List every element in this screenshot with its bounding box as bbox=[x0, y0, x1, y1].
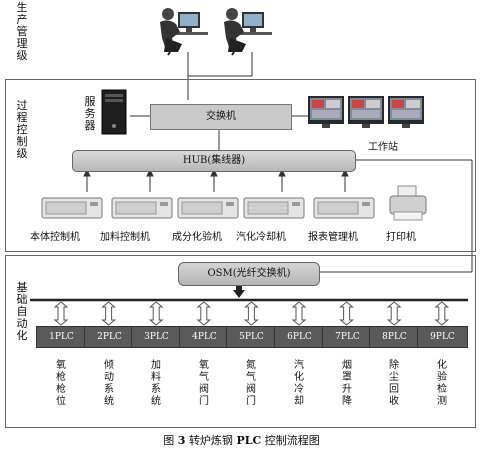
plc-description: 除尘回收 bbox=[389, 360, 399, 407]
plc-box: 3PLC bbox=[131, 326, 182, 348]
server-label: 服务器 bbox=[84, 95, 96, 132]
caption-number: 3 bbox=[177, 434, 186, 447]
machine-label: 加料控制机 bbox=[100, 232, 150, 243]
plc-box: 1PLC bbox=[36, 326, 87, 348]
control-machine-icon bbox=[40, 194, 104, 222]
plc-connector-arrow bbox=[244, 301, 259, 326]
plc-box: 4PLC bbox=[179, 326, 230, 348]
control-machine-icon bbox=[242, 194, 306, 222]
plc-connector-arrow bbox=[53, 301, 69, 326]
operator-icon bbox=[224, 8, 272, 56]
plc-connector-arrow bbox=[196, 301, 212, 326]
plc-connector-arrow bbox=[148, 301, 164, 326]
plc-description: 烟罩升降 bbox=[342, 360, 352, 407]
hub-node: HUB(集线器) bbox=[72, 150, 356, 172]
caption-prefix: 图 bbox=[163, 434, 175, 447]
process-tier-label: 过程控制级 bbox=[16, 99, 28, 160]
machine-label: 汽化冷却机 bbox=[236, 232, 286, 243]
operator-icon bbox=[160, 8, 208, 56]
printer-icon bbox=[389, 185, 427, 221]
plc-connector-arrow bbox=[291, 301, 307, 326]
caption-bold: PLC bbox=[236, 434, 262, 447]
machine-label: 打印机 bbox=[386, 232, 416, 243]
plc-box: 6PLC bbox=[274, 326, 325, 348]
plc-connector-arrow bbox=[434, 301, 450, 326]
osm-label: OSM(光纤交换机) bbox=[207, 268, 291, 279]
plc-box: 2PLC bbox=[84, 326, 135, 348]
switch-node: 交换机 bbox=[150, 104, 292, 130]
plc-description: 氮气阀门 bbox=[246, 360, 256, 407]
control-machine-icon bbox=[176, 194, 240, 222]
control-machine-icon bbox=[312, 194, 376, 222]
plc-connector-arrow bbox=[101, 301, 116, 326]
server-icon bbox=[101, 89, 127, 135]
plc-description: 氧枪枪位 bbox=[56, 360, 66, 407]
plc-box: 8PLC bbox=[369, 326, 420, 348]
workstation-label: 工作站 bbox=[368, 142, 398, 153]
plc-description: 倾动系统 bbox=[104, 360, 114, 407]
plc-description: 化验检测 bbox=[437, 360, 447, 407]
machine-label: 成分化验机 bbox=[172, 232, 222, 243]
figure-caption: 图 3 转炉炼钢 PLC 控制流程图 bbox=[0, 432, 483, 448]
osm-node: OSM(光纤交换机) bbox=[178, 262, 320, 286]
plc-box: 7PLC bbox=[322, 326, 373, 348]
plc-description: 汽化冷却 bbox=[294, 360, 304, 407]
plc-box: 5PLC bbox=[226, 326, 277, 348]
control-machine-icon bbox=[110, 194, 174, 222]
plc-connector-arrow bbox=[339, 301, 354, 326]
plc-box: 9PLC bbox=[417, 326, 468, 348]
caption-text-1: 转炉炼钢 bbox=[188, 434, 233, 447]
plc-connector-arrow bbox=[386, 301, 402, 326]
machine-label: 本体控制机 bbox=[30, 232, 80, 243]
machine-label: 报表管理机 bbox=[308, 232, 358, 243]
caption-text-2: 控制流程图 bbox=[264, 434, 320, 447]
switch-label: 交换机 bbox=[206, 111, 236, 122]
base-tier-label: 基础自动化 bbox=[16, 281, 28, 342]
hub-label: HUB(集线器) bbox=[182, 155, 246, 166]
workstation-icon bbox=[308, 96, 424, 128]
plc-description: 加料系统 bbox=[151, 360, 161, 407]
process-tier-box bbox=[5, 79, 476, 252]
base-tier-box bbox=[5, 255, 476, 428]
production-tier-label: 生产管理级 bbox=[16, 1, 28, 62]
plc-description: 氧气阀门 bbox=[199, 360, 209, 407]
